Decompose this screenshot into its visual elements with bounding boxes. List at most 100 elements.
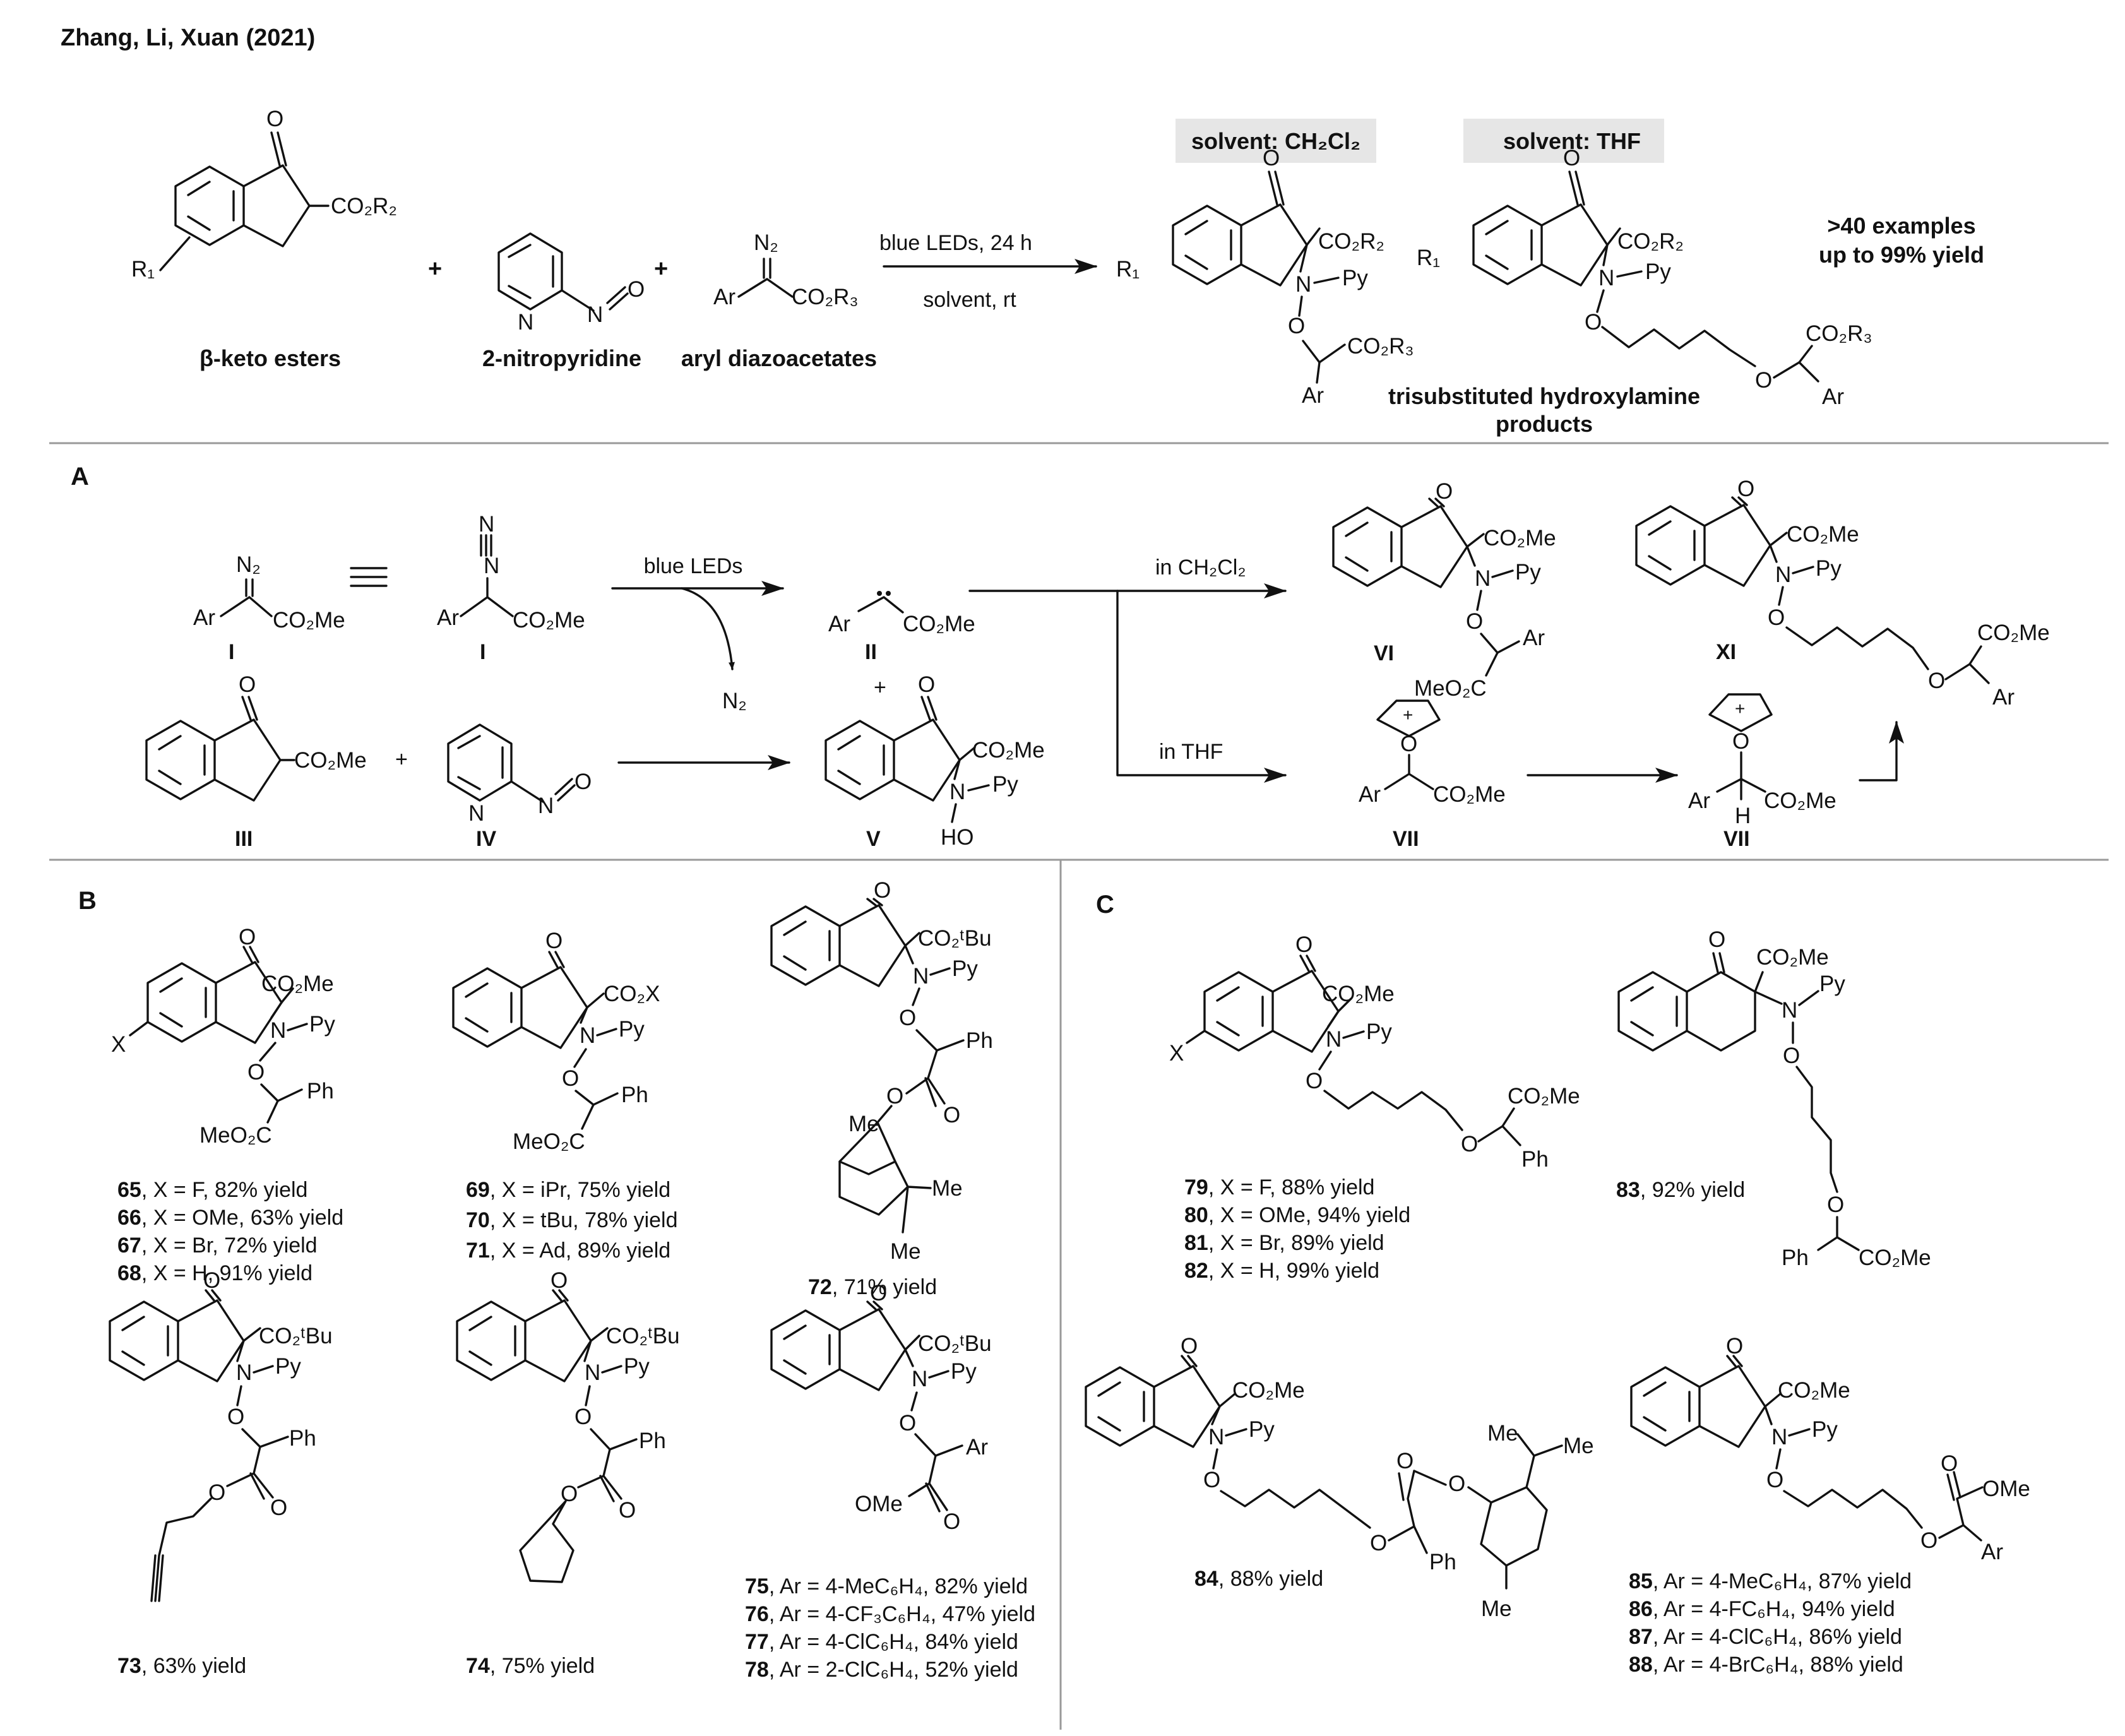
o-atom: O [1448,1471,1465,1496]
n-atom: N [1782,998,1797,1023]
top-reaction: solvent: CH₂Cl₂ solvent: THF O CO₂R₂ R₁ … [131,107,1984,437]
o-atom: O [1920,1528,1937,1553]
o-atom: O [1400,732,1417,756]
r1-label: R₁ [1417,246,1440,270]
caption: 67, X = Br, 72% yield [117,1234,318,1257]
ph-label: Ph [621,1083,648,1107]
caption: 74, 75% yield [466,1654,595,1678]
n-atom: N [479,512,494,537]
ho-label: HO [941,825,974,850]
o-atom: O [943,1103,960,1127]
caption: 71, X = Ad, 89% yield [466,1239,670,1263]
caption: 81, X = Br, 89% yield [1184,1231,1384,1255]
ph-label: Ph [639,1429,666,1453]
equivalence-sign [350,567,388,587]
scheme-title: Zhang, Li, Xuan (2021) [61,25,315,51]
co2me-label: CO₂Me [1484,526,1556,550]
o-atom: O [1370,1531,1387,1555]
compound-label: VI [1374,641,1394,665]
co2r2-label: CO₂R₂ [1318,229,1384,254]
me-label: Me [1487,1421,1518,1446]
py-label: Py [1515,560,1541,585]
ar-label: Ar [1822,384,1844,409]
o-atom: O [1726,1334,1743,1358]
n-atom: N [538,794,554,818]
co2tbu-label: CO₂ᵗBu [918,1331,992,1356]
py-label: Py [309,1012,335,1037]
ar-label: Ar [1359,782,1381,807]
co2tbu-label: CO₂ᵗBu [918,926,992,951]
n-atom: N [585,1360,600,1385]
me-label: Me [1563,1434,1594,1458]
n-atom: N [484,554,499,578]
py-label: Py [1366,1020,1392,1044]
charge-plus: + [1403,705,1413,725]
ar-label: Ar [193,605,215,630]
compound-label: IV [476,827,496,851]
solvent-label-dcm: solvent: CH₂Cl₂ [1191,128,1360,154]
caption: 79, X = F, 88% yield [1184,1175,1374,1199]
plus-sign: + [654,256,668,282]
beta-keto-ester-structure: O CO₂R₂ R₁ [131,107,397,282]
n-atom: N [580,1023,595,1048]
scope-summary: >40 examples [1827,213,1975,239]
compound-label: XI [1716,640,1736,664]
ar-label: Ar [1523,626,1545,650]
o-atom: O [870,1281,887,1305]
co2me-label: CO₂Me [1977,621,2050,645]
o-atom: O [1732,729,1749,754]
co2tbu-label: CO₂ᵗBu [606,1324,680,1348]
n-atom: N [1775,562,1791,587]
compound-label: VII [1393,827,1419,851]
o-atom: O [574,770,592,794]
caption: 73, 63% yield [117,1654,246,1678]
caption: 84, 88% yield [1194,1567,1323,1591]
o-atom: O [1436,479,1453,504]
o-atom: O [1768,605,1785,630]
n-atom: N [1475,566,1491,591]
o-atom: O [208,1480,225,1505]
me-label: Me [932,1176,963,1201]
x-label: X [1169,1041,1184,1066]
co2me-label: CO₂Me [1322,982,1395,1006]
o-atom: O [1766,1468,1783,1492]
co2me-label: CO₂Me [1232,1378,1305,1403]
ome-label: OMe [1982,1477,2030,1501]
py-label: Py [1645,259,1671,284]
meo-label: OMe [855,1492,903,1516]
n-atom: N [518,310,533,335]
o-atom: O [1396,1449,1414,1473]
o-atom: O [1295,932,1312,957]
o-atom: O [1585,310,1602,335]
o-atom: O [943,1509,960,1534]
o-atom: O [1755,368,1772,393]
o-atom: O [266,107,283,131]
caption: 69, X = iPr, 75% yield [466,1178,670,1202]
aryl-diazoacetate-structure: N₂ Ar CO₂R₃ [713,230,859,309]
n-atom: N [1598,266,1614,290]
branch-line [1116,590,1287,783]
ph-label: Ph [1429,1550,1456,1574]
o-atom: O [1941,1451,1958,1476]
ph-label: Ph [289,1426,316,1451]
n2-label: N₂ [236,552,261,577]
o-atom: O [1288,314,1305,338]
ar-label: Ar [1302,383,1324,408]
compound-label: VII [1723,827,1750,851]
o-atom: O [1737,477,1754,501]
o-atom: O [545,929,562,953]
o-atom: O [1928,669,1945,693]
caption: 80, X = OMe, 94% yield [1184,1203,1410,1227]
r1-label: R₁ [1116,257,1140,282]
r1-label: R₁ [131,257,155,282]
solvent-box-dcm [1176,119,1376,163]
o-atom: O [239,925,256,949]
py-label: Py [1816,556,1842,581]
co2me-label: CO₂Me [1764,788,1836,813]
product-thf-structure: O CO₂R₂ R₁ N Py O O CO₂R₃ Ar [1417,146,1872,409]
ph-label: Ph [966,1028,993,1053]
o-atom: O [1306,1069,1323,1093]
n2-loss-arrow [681,587,735,670]
co2me-label: CO₂Me [972,738,1045,763]
